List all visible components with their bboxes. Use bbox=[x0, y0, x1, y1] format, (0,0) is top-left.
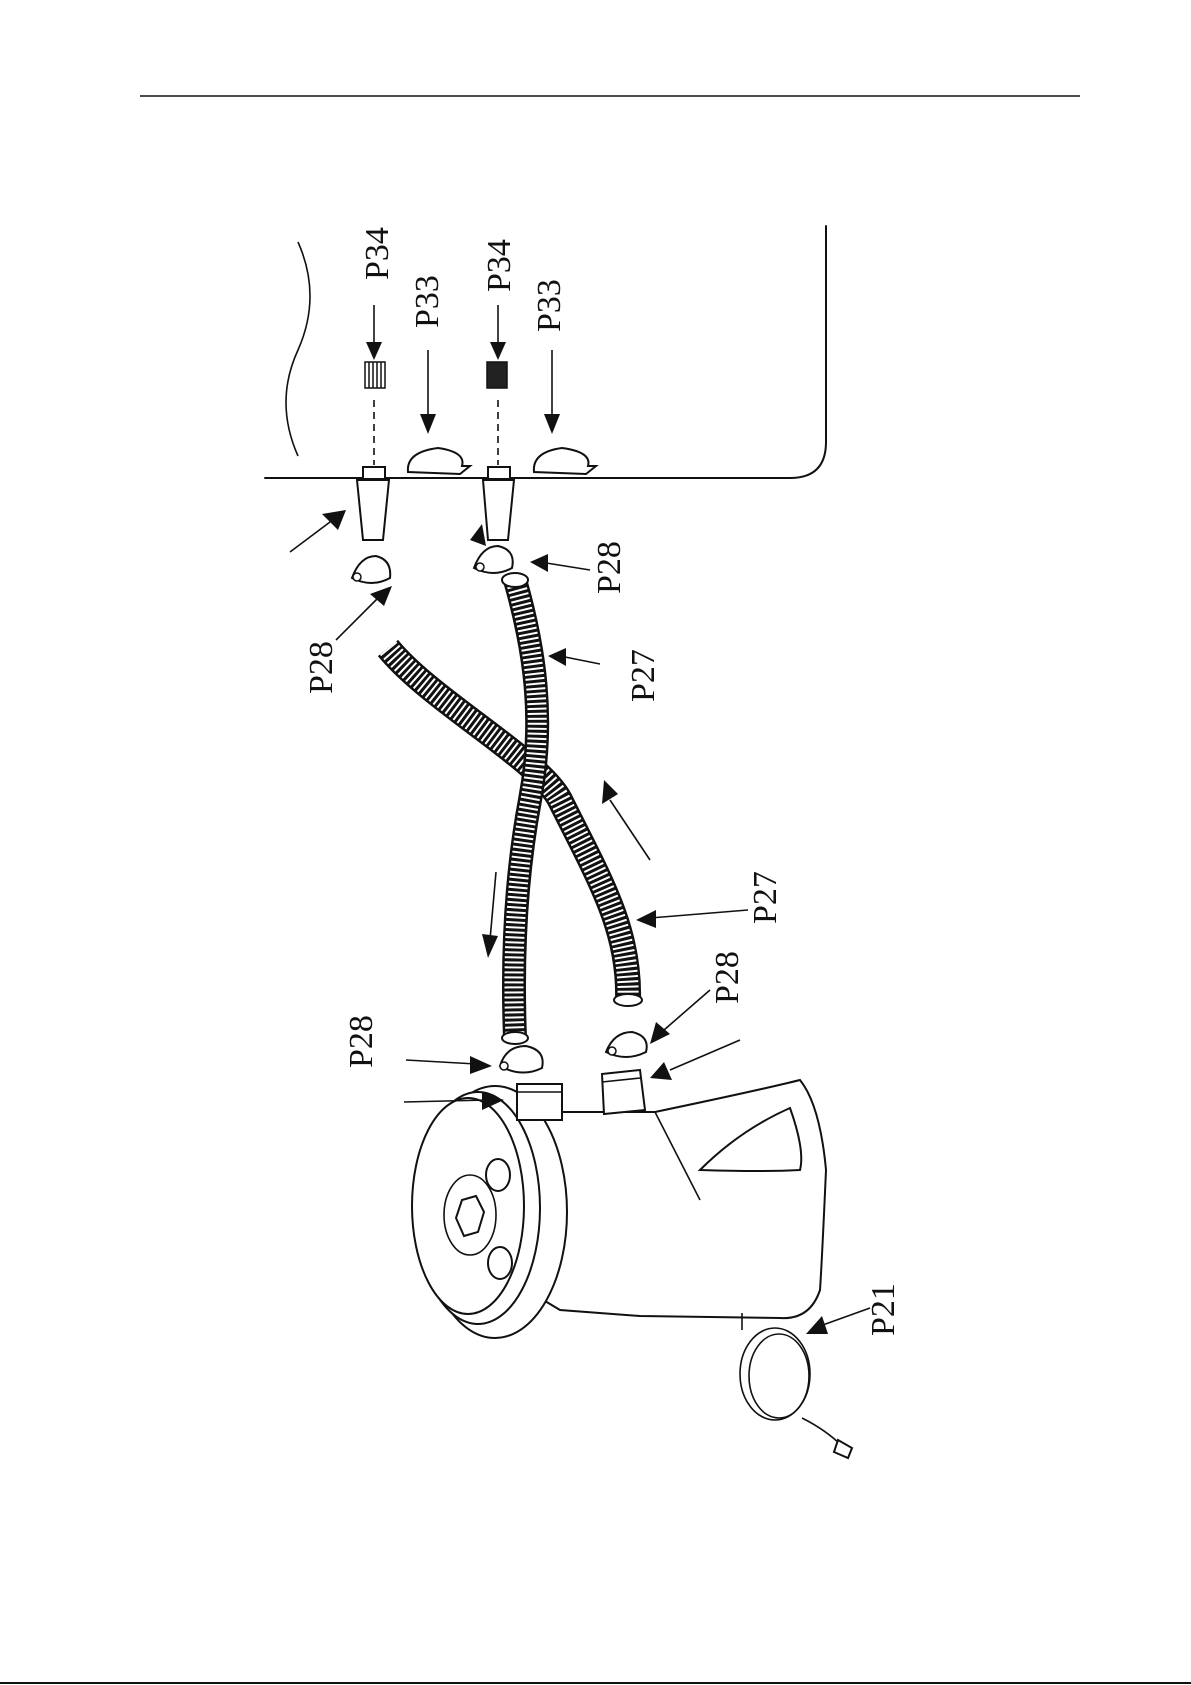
label-p33-top: P33 bbox=[409, 275, 446, 328]
label-p28-bottom-right: P28 bbox=[709, 951, 746, 1004]
filter-pump-unit bbox=[412, 1070, 826, 1338]
strainer-plug-p34-top bbox=[365, 362, 385, 388]
power-cord-p21 bbox=[740, 1313, 852, 1458]
label-p28-top-right: P28 bbox=[591, 541, 628, 594]
label-p21: P21 bbox=[865, 1283, 902, 1336]
label-p27-upper: P27 bbox=[625, 649, 662, 702]
hose-p27-b bbox=[502, 573, 537, 1044]
label-p28-bottom-left: P28 bbox=[343, 1015, 380, 1068]
wall-fitting-bottom bbox=[483, 400, 514, 540]
strainer-plug-p34-bottom bbox=[487, 362, 507, 388]
nut-p33-top bbox=[408, 448, 470, 474]
label-p28-top-left: P28 bbox=[303, 641, 340, 694]
label-p27-lower: P27 bbox=[747, 871, 784, 924]
label-p34-bottom: P34 bbox=[481, 239, 518, 292]
pool-wall bbox=[265, 226, 826, 478]
hose-clamp-p28-bottom-left bbox=[500, 1046, 543, 1073]
wall-fitting-top bbox=[357, 400, 389, 540]
label-p34-top: P34 bbox=[359, 227, 396, 280]
hose-clamp-p28-top-right bbox=[474, 546, 513, 573]
label-p33-bottom: P33 bbox=[531, 279, 568, 332]
hose-clamp-p28-top-left bbox=[352, 556, 390, 583]
nut-p33-bottom bbox=[534, 448, 596, 474]
hose-clamp-p28-bottom-right bbox=[606, 1032, 647, 1057]
